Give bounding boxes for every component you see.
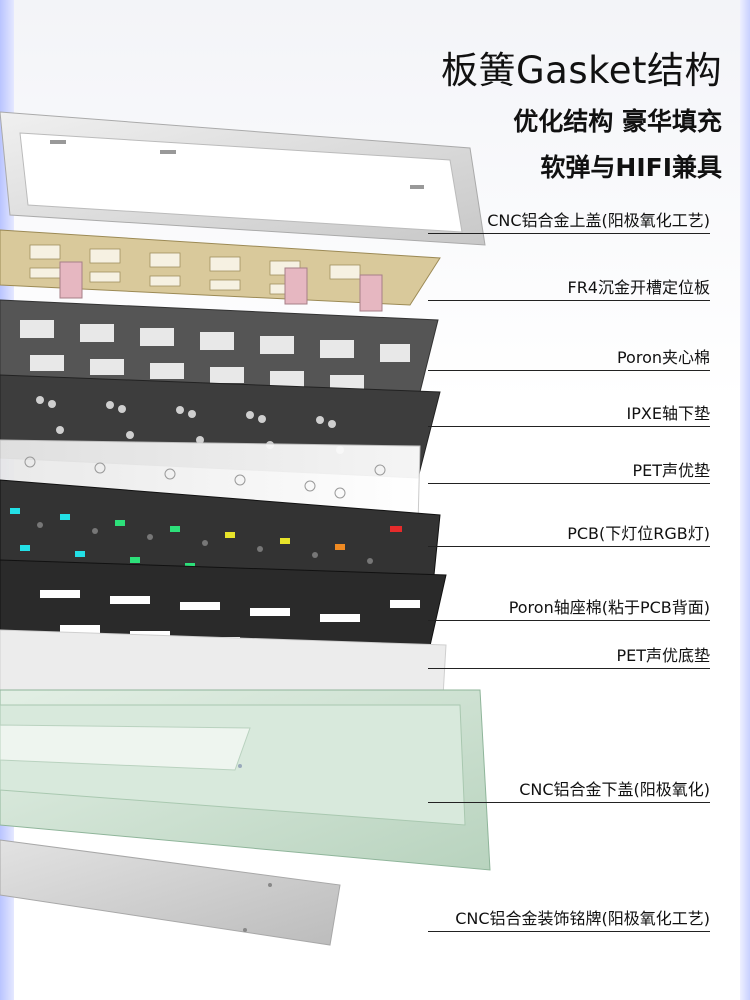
label-pcb: PCB(下灯位RGB灯) [567, 524, 710, 543]
label-ixpe-pad: IPXE轴下垫 [626, 404, 710, 423]
label-plate: FR4沉金开槽定位板 [567, 278, 710, 297]
rule-poron-foam [428, 370, 710, 371]
label-badge: CNC铝合金装饰铭牌(阳极氧化工艺) [455, 909, 710, 928]
label-poron-switch-foam: Poron轴座棉(粘于PCB背面) [508, 598, 710, 617]
rule-badge [428, 931, 710, 932]
badge-layer [0, 839, 341, 946]
rule-bottom-case [428, 802, 710, 803]
plate-layer [0, 229, 441, 346]
main-title: 板簧Gasket结构 [440, 49, 722, 92]
rule-poron-switch-foam [428, 620, 710, 621]
rule-pet-pad [428, 483, 710, 484]
subtitle-line-2: 软弹与HIFI兼具 [540, 153, 722, 182]
rule-ixpe-pad [428, 426, 710, 427]
label-pet-pad: PET声优垫 [632, 461, 710, 480]
label-pet-bottom-pad: PET声优底垫 [616, 646, 710, 665]
rule-pcb [428, 546, 710, 547]
label-bottom-case: CNC铝合金下盖(阳极氧化) [519, 780, 710, 799]
right-blue-border [740, 0, 750, 1000]
heading-block: 板簧Gasket结构 优化结构 豪华填充 软弹与HIFI兼具 [441, 40, 722, 186]
bottom-case-layer [0, 689, 491, 871]
top-case-layer [0, 111, 486, 246]
rule-plate [428, 300, 710, 301]
rule-pet-bottom-pad [428, 668, 710, 669]
subtitle-line-1: 优化结构 豪华填充 [513, 107, 722, 136]
label-top-case: CNC铝合金上盖(阳极氧化工艺) [487, 211, 710, 230]
label-poron-foam: Poron夹心棉 [616, 348, 710, 367]
rule-top-case [428, 233, 710, 234]
